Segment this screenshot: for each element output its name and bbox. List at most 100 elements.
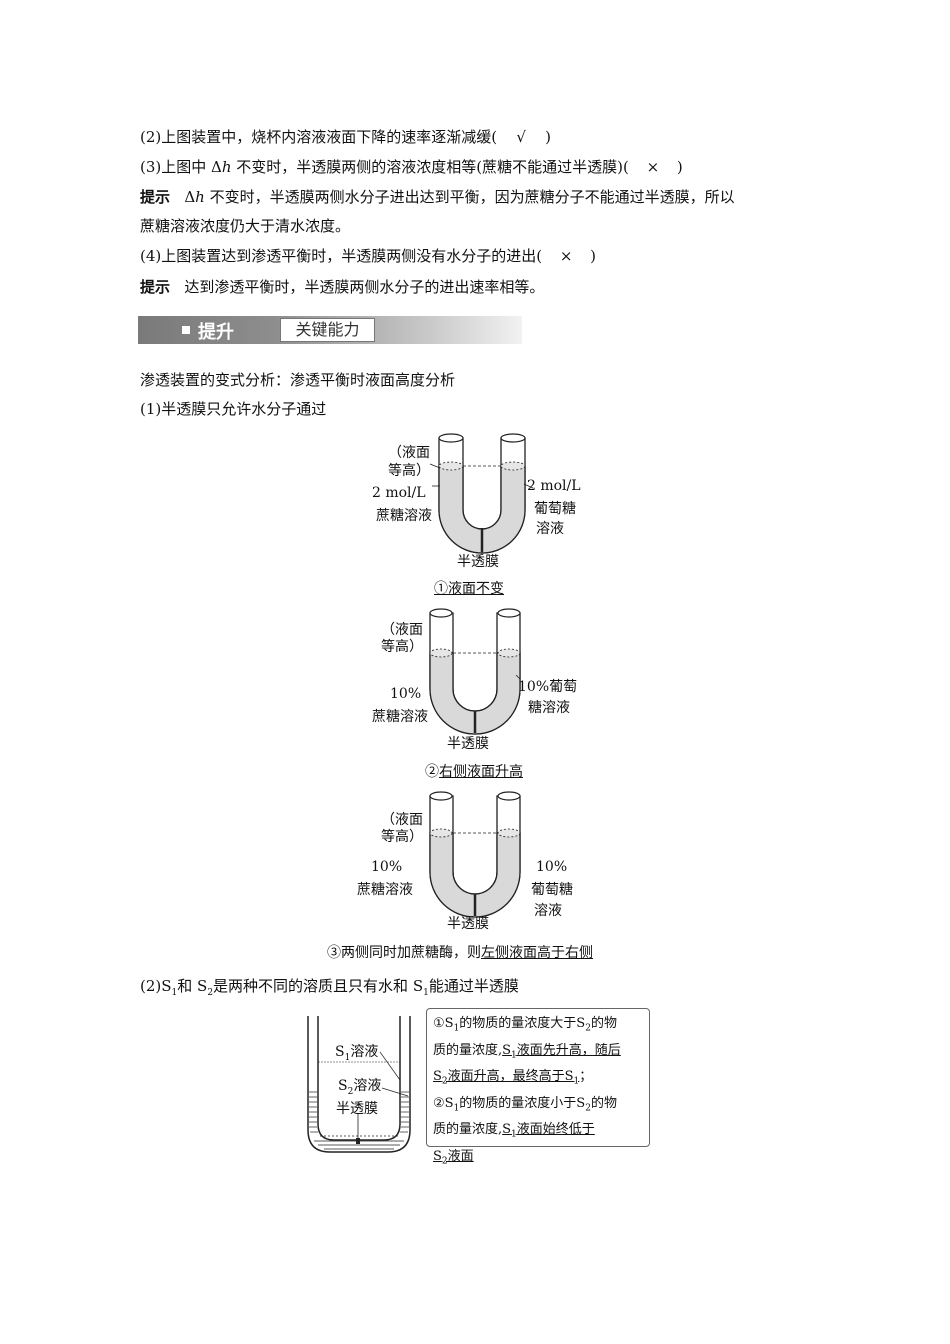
note-text: ； [579, 1069, 593, 1085]
hint-1-text: Δ [184, 188, 196, 206]
fig2-right-label: 糖溶液 [528, 700, 570, 716]
fig3-caption-text: ③两侧同时加蔗糖酶，则 [327, 945, 481, 961]
question-3-text: (3)上图中 Δ [140, 158, 222, 176]
subscript: 2 [585, 1023, 591, 1034]
h-symbol: h [195, 188, 205, 206]
note-text: 质的量浓度, [433, 1042, 503, 1058]
hint-1-text-b: 不变时，半透膜两侧水分子进出达到平衡，因为蔗糖分子不能通过半透膜，所以 [204, 188, 735, 206]
u-tube-figure-3 [429, 791, 521, 918]
question-2: (2)上图装置中，烧杯内溶液液面下降的速率逐渐减缓( √) [140, 127, 551, 147]
fig1-left-label: 蔗糖溶液 [376, 508, 432, 524]
subscript: 2 [441, 1076, 448, 1087]
note-text: S [502, 1122, 512, 1138]
fig3-note: 等高） [381, 829, 423, 845]
question-3-text-b: 不变时，半透膜两侧的溶液浓度相等(蔗糖不能通过半透膜)( [231, 158, 629, 176]
section-banner: 提升 关键能力 [138, 310, 522, 348]
fig1-membrane-label: 半透膜 [457, 554, 499, 570]
fig3-caption-answer: 左侧液面高于右侧 [481, 945, 593, 961]
question-4: (4)上图装置达到渗透平衡时，半透膜两侧没有水分子的进出( ×) [140, 246, 596, 266]
note-text: ②S [433, 1095, 454, 1111]
fig2-left-label: 10% [390, 686, 422, 702]
beaker-figure [307, 1016, 411, 1153]
paren-close: ) [590, 247, 596, 265]
subscript: 1 [511, 1129, 517, 1140]
p2-text: (2)S [140, 977, 172, 995]
fig3-right-label: 葡萄糖 [531, 882, 573, 898]
fig1-note: （液面 [388, 445, 430, 461]
fig2-note: （液面 [381, 622, 423, 638]
hint-label: 提示 [140, 188, 171, 206]
question-2-text: (2)上图装置中，烧杯内溶液液面下降的速率逐渐减缓( [140, 128, 498, 146]
fig1-note: 等高） [388, 463, 430, 479]
question-3: (3)上图中 Δh 不变时，半透膜两侧的溶液浓度相等(蔗糖不能通过半透膜)( ×) [140, 157, 683, 177]
fig2-caption: ②右侧液面升高 [425, 761, 523, 781]
fig2-caption-text: 右侧液面升高 [439, 764, 523, 780]
note-text: 的物 [590, 1016, 617, 1031]
subscript: 2 [207, 988, 214, 998]
hint-1: 提示 Δh 不变时，半透膜两侧水分子进出达到平衡，因为蔗糖分子不能通过半透膜，所… [140, 187, 735, 207]
hint-1-cont: 蔗糖溶液浓度仍大于清水浓度。 [140, 217, 351, 235]
subscript: 2 [441, 1156, 448, 1167]
fig3-left-label: 蔗糖溶液 [357, 882, 413, 898]
p2-text: 和 S [177, 977, 208, 995]
banner-square-icon [182, 326, 190, 334]
note-text: 的物质的量浓度大于S [459, 1016, 586, 1031]
note-line-2: 质的量浓度,S1液面先升高，随后 [433, 1040, 643, 1067]
fig2-left-label: 蔗糖溶液 [372, 709, 428, 725]
note-underlined: S2液面升高，最终高于S1 [433, 1069, 579, 1087]
note-text: 的物 [590, 1095, 617, 1111]
fig1-right-label: 葡萄糖 [534, 501, 576, 517]
hint-2: 提示 达到渗透平衡时，半透膜两侧水分子的进出速率相等。 [140, 277, 544, 297]
paren-close: ) [676, 158, 683, 176]
answer-mark: × [646, 158, 660, 176]
subscript: 1 [344, 1052, 351, 1063]
fig4-s2-label: S2溶液 [338, 1078, 382, 1097]
note-text: ①S [433, 1016, 454, 1031]
fig2-caption-num: ② [425, 764, 439, 780]
note-line-5: 质的量浓度,S1液面始终低于 [433, 1119, 643, 1146]
subscript: 2 [585, 1103, 591, 1114]
fig1-left-label: 2 mol/L [372, 485, 426, 501]
note-text: 液面先升高，随后 [516, 1042, 621, 1058]
h-symbol: h [221, 158, 232, 176]
fig3-caption: ③两侧同时加蔗糖酶，则左侧液面高于右侧 [327, 942, 593, 962]
note-underlined: S2液面 [433, 1148, 474, 1167]
question-4-text: (4)上图装置达到渗透平衡时，半透膜两侧没有水分子的进出( [140, 247, 543, 265]
subscript: 1 [171, 988, 178, 998]
fig1-right-label: 溶液 [536, 521, 564, 537]
note-text: 液面升高，最终高于S [447, 1069, 574, 1085]
fig3-note: （液面 [381, 812, 423, 828]
fig3-right-label: 10% [536, 859, 568, 875]
part-2-title: (2)S1和 S2是两种不同的溶质且只有水和 S1能通过半透膜 [140, 976, 519, 1003]
note-text: 的物质的量浓度小于S [459, 1095, 586, 1111]
note-text: S [433, 1148, 442, 1164]
explanation-box: ①S1的物质的量浓度大于S2的物 质的量浓度,S1液面先升高，随后 S2液面升高… [426, 1008, 650, 1167]
fig1-caption: ①液面不变 [434, 581, 504, 597]
subscript: 1 [453, 1103, 460, 1114]
fig3-membrane-label: 半透膜 [447, 916, 489, 932]
fig4-membrane-label: 半透膜 [336, 1101, 378, 1117]
answer-mark: √ [516, 128, 526, 146]
section-intro: 渗透装置的变式分析：渗透平衡时液面高度分析 [140, 371, 456, 389]
fig4-s2-text: 溶液 [353, 1078, 382, 1094]
answer-mark: × [559, 247, 573, 265]
fig4-s1-text: 溶液 [350, 1044, 379, 1060]
part-1-title: (1)半透膜只允许水分子通过 [140, 400, 327, 418]
subscript: 1 [511, 1050, 517, 1061]
note-underlined: S1液面始终低于 [502, 1122, 595, 1140]
p2-text: 是两种不同的溶质且只有水和 S [213, 977, 424, 995]
banner-subtitle: 关键能力 [280, 318, 375, 342]
fig3-left-label: 10% [371, 859, 403, 875]
fig1-right-label: 2 mol/L [527, 478, 581, 494]
note-line-3: S2液面升高，最终高于S1； [433, 1066, 643, 1093]
u-tube-figure-2 [429, 608, 521, 735]
fig2-note: 等高） [381, 639, 423, 655]
subscript: 2 [347, 1086, 354, 1097]
note-underlined: S1液面先升高，随后 [502, 1042, 621, 1061]
subscript: 1 [453, 1023, 460, 1034]
note-text: 液面始终低于 [516, 1122, 595, 1138]
note-line-1: ①S1的物质的量浓度大于S2的物 [433, 1013, 643, 1040]
fig2-right-label: 10%葡萄 [518, 679, 578, 695]
note-line-4: ②S1的物质的量浓度小于S2的物 [433, 1093, 643, 1120]
paren-close: ) [545, 128, 551, 146]
